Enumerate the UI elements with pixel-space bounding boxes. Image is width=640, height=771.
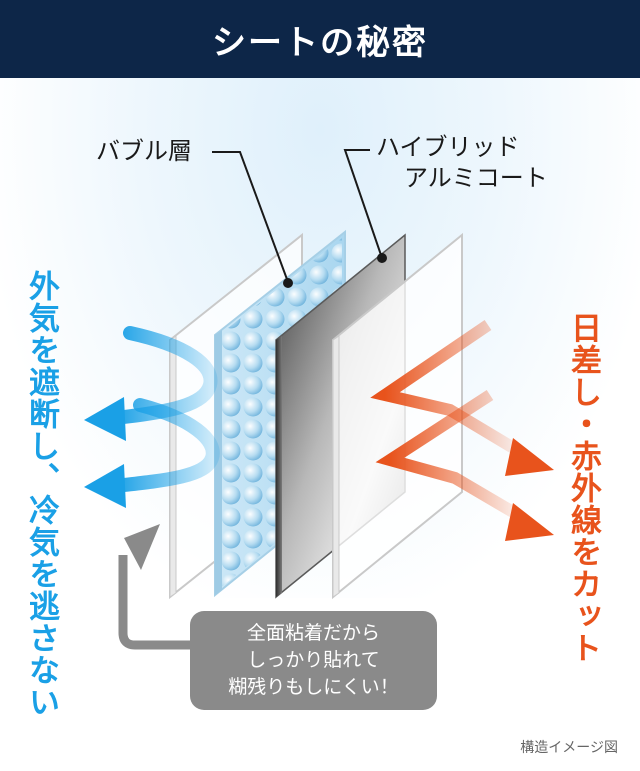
figure-caption: 構造イメージ図 bbox=[520, 740, 618, 756]
adhesive-callout-box: 全面粘着だから しっかり貼れて 糊残りもしにくい！ bbox=[190, 611, 437, 710]
orange-ir-cut-arrows bbox=[370, 320, 554, 541]
callout-line-1: 全面粘着だから bbox=[246, 622, 380, 644]
left-benefit-text: 外気を遮断し、冷気を逃さない bbox=[23, 270, 59, 718]
right-benefit-text: 日差し・赤外線をカット bbox=[565, 312, 601, 664]
hybrid-coat-label-line2: アルミコート bbox=[404, 164, 548, 192]
callout-line-3: 糊残りもしにくい！ bbox=[228, 676, 399, 698]
page-title: シートの秘密 bbox=[212, 22, 428, 63]
clear-film-back bbox=[332, 232, 463, 600]
callout-line-2: しっかり貼れて bbox=[247, 649, 380, 671]
callout-pointer-arrow bbox=[118, 524, 195, 650]
page-title-bar: シートの秘密 bbox=[0, 0, 640, 78]
bubble-layer-label: バブル層 bbox=[96, 137, 192, 165]
leader-line-bubble-layer bbox=[212, 151, 293, 288]
hybrid-coat-label-line1: ハイブリッド bbox=[376, 133, 520, 161]
blue-insulation-arrows bbox=[84, 326, 220, 508]
leader-line-hybrid-coat bbox=[343, 149, 387, 263]
